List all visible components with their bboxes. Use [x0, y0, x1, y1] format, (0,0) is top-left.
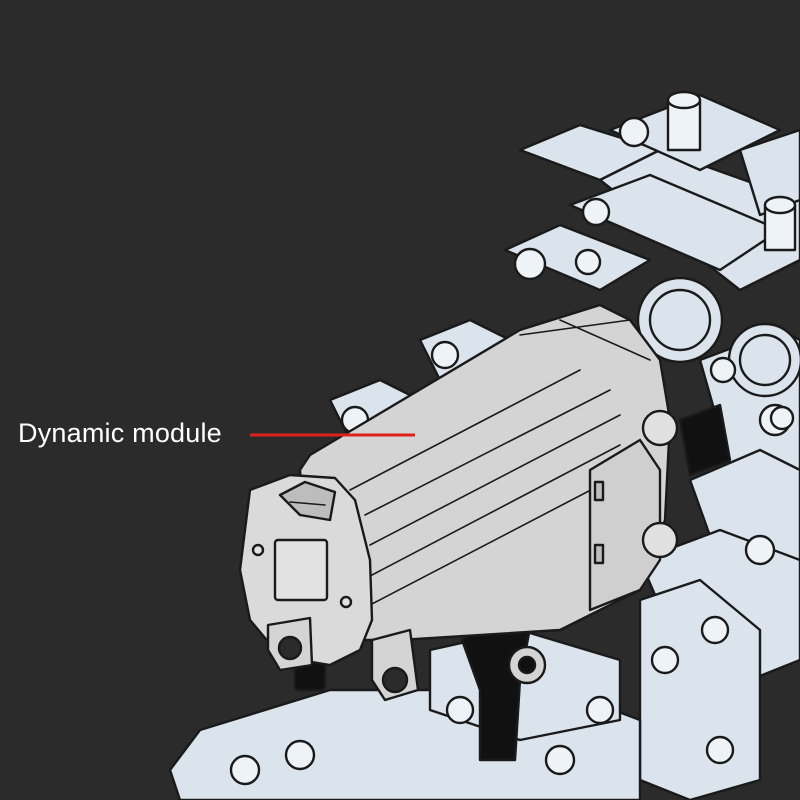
axle-pins: [666, 90, 797, 252]
gear-icon: [636, 276, 800, 431]
callout-label: Dynamic module: [18, 418, 222, 448]
lego-technic-motor: [238, 303, 679, 702]
